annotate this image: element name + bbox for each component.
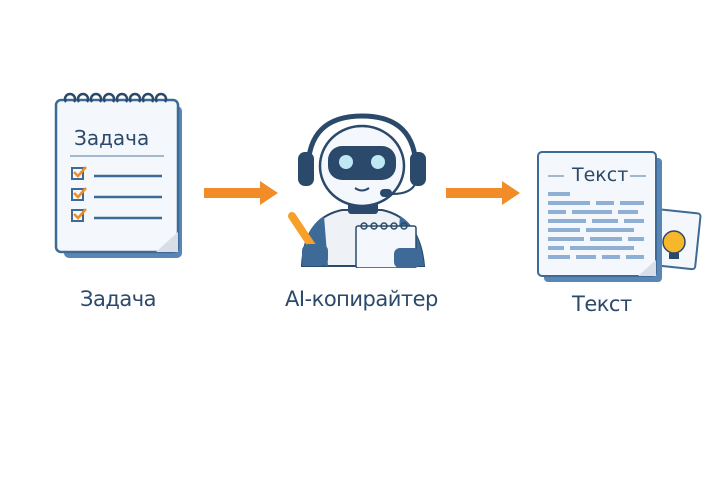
arrow-right-icon — [446, 181, 520, 205]
document-title: Текст — [572, 164, 629, 186]
step-label-text: Текст — [572, 292, 632, 316]
arrow-right-icon — [204, 181, 278, 205]
robot-headset-icon — [282, 108, 442, 268]
document-text-icon: Текст — [534, 150, 710, 282]
task-notepad-icon: Задача — [52, 92, 188, 264]
step-label-task: Задача — [80, 287, 157, 311]
step-label-ai-copywriter: AI-копирайтер — [285, 287, 438, 311]
notepad-title: Задача — [74, 126, 150, 150]
